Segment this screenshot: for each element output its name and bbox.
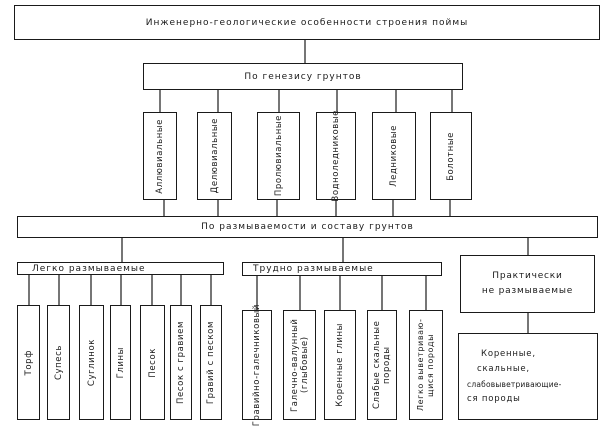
genesis-item-label: Болотные: [446, 131, 456, 181]
hard-item: Галечно-валунный (глыбовые): [283, 310, 316, 420]
practical-box: Практически не размываемые: [460, 255, 595, 313]
genesis-item-label: Ледниковые: [389, 125, 399, 187]
title-box: Инженерно-геологические особенности стро…: [14, 5, 600, 40]
easy-item: Гравий с песком: [200, 305, 222, 420]
genesis-item: Болотные: [430, 112, 472, 200]
hard-box: Трудно размываемые: [242, 262, 442, 276]
easy-item: Песок: [140, 305, 165, 420]
hard-item-label: Слабые скальные породы: [372, 320, 392, 410]
easy-item-label: Песок: [147, 347, 158, 378]
hard-label: Трудно размываемые: [253, 264, 374, 274]
hard-item-label: Галечно-валунный (глыбовые): [289, 318, 310, 412]
easy-item-label: Глины: [115, 346, 126, 379]
practical-detail-2: скальные,: [477, 363, 530, 374]
practical-detail-4: ся породы: [467, 393, 521, 404]
hard-item: Коренные глины: [324, 310, 356, 420]
hard-item-label: Легко выветриваю-щися породы: [416, 318, 435, 412]
practical-label-2: не размываемые: [481, 286, 574, 296]
easy-box: Легко размываемые: [17, 262, 224, 275]
easy-item-label: Суглинок: [86, 338, 97, 387]
practical-detail-box: Коренные, скальные, слабовыветривающие- …: [458, 333, 598, 420]
easy-item: Глины: [110, 305, 131, 420]
easy-item: Торф: [17, 305, 40, 420]
hard-item-label: Коренные глины: [335, 323, 345, 407]
genesis-item: Делювиальные: [197, 112, 232, 200]
genesis-item: Водноледниковые: [316, 110, 356, 202]
easy-item: Супесь: [47, 305, 70, 420]
genesis-box: По генезису грунтов: [143, 63, 463, 90]
practical-label-1: Практически: [492, 271, 563, 281]
easy-item: Песок с гравием: [170, 305, 192, 420]
erosion-label: По размываемости и составу грунтов: [201, 222, 414, 232]
genesis-item-label: Пролювиальные: [273, 115, 284, 197]
hard-item: Слабые скальные породы: [367, 310, 397, 420]
genesis-item-label: Водноледниковые: [331, 110, 341, 202]
title-text: Инженерно-геологические особенности стро…: [145, 17, 469, 28]
genesis-item: Ледниковые: [372, 112, 416, 200]
easy-label: Легко размываемые: [32, 263, 146, 274]
hard-item: Гравийно-галечниковый: [242, 304, 272, 426]
easy-item-label: Гравий с песком: [206, 320, 216, 405]
erosion-box: По размываемости и составу грунтов: [17, 216, 598, 238]
genesis-item: Аллювиальные: [143, 112, 177, 200]
genesis-label: По генезису грунтов: [244, 71, 362, 82]
easy-item-label: Торф: [23, 349, 34, 376]
easy-item-label: Супесь: [53, 344, 64, 381]
practical-detail-1: Коренные,: [481, 348, 536, 359]
easy-item: Суглинок: [79, 305, 104, 420]
practical-detail-3: слабовыветривающие-: [467, 379, 562, 389]
genesis-item: Пролювиальные: [257, 112, 300, 200]
easy-item-label: Песок с гравием: [176, 321, 186, 404]
hard-item: Легко выветриваю-щися породы: [409, 310, 443, 420]
genesis-item-label: Делювиальные: [209, 118, 220, 194]
hard-item-label: Гравийно-галечниковый: [252, 303, 262, 427]
genesis-item-label: Аллювиальные: [155, 118, 165, 194]
